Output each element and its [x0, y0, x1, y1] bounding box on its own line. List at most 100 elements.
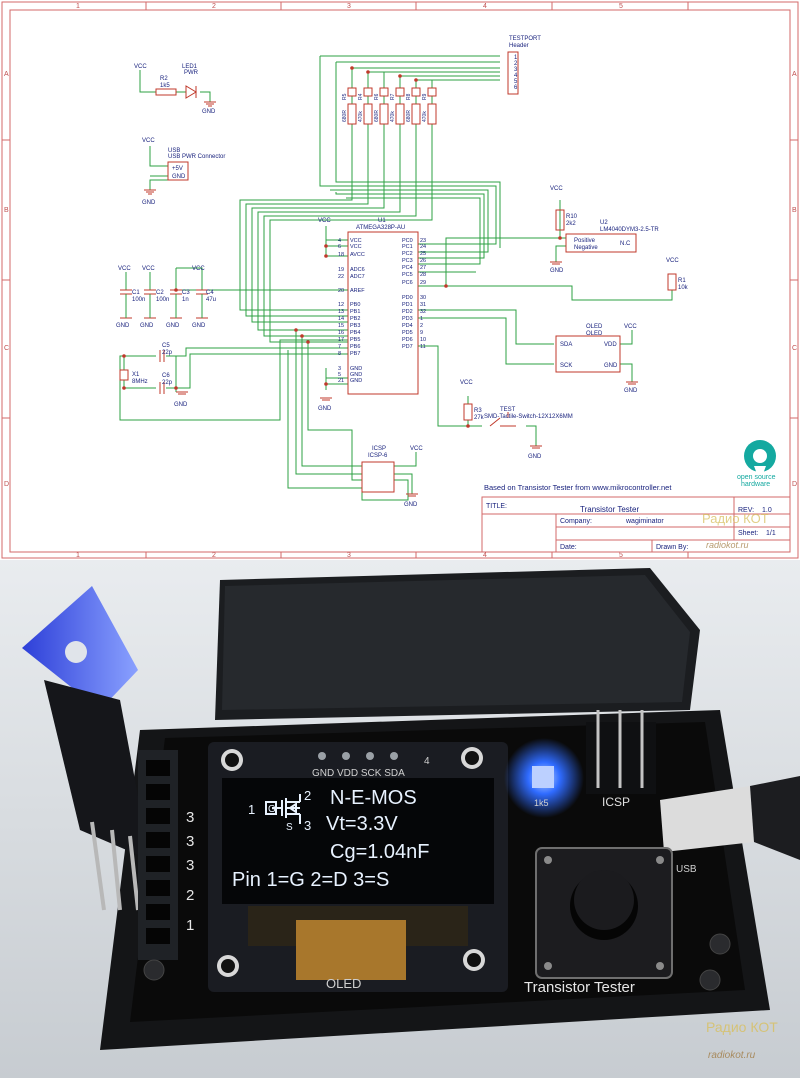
u1-pin-name-pd4: PD4 [402, 323, 413, 329]
x1-ref: X1 [132, 372, 140, 378]
u1-pin-name-pb2-8: PB2 [350, 316, 360, 322]
test-button[interactable] [535, 847, 673, 979]
test-ref: TEST [500, 407, 516, 413]
u1-pin-name-pd0: PD0 [402, 295, 413, 301]
vcc-label-icsp: VCC [410, 446, 423, 452]
r5-value: 680R [342, 110, 348, 122]
u1-pin-number-left-20: 20 [338, 288, 344, 294]
u1-pin-number-right-23: 23 [420, 238, 426, 244]
oshw-logo: open source hardware [737, 440, 776, 488]
oled-line-4: Pin 1=G 2=D 3=S [232, 869, 389, 891]
vcc-label-c2: VCC [142, 266, 155, 272]
r6-value: 680R [374, 110, 380, 122]
usb-pin-1: +5V [172, 166, 183, 172]
u1-pin-name-pc3: PC3 [402, 258, 413, 264]
usb-value: USB PWR Connector [168, 154, 225, 160]
credit-text: Based on Transistor Tester from www.mikr… [484, 483, 672, 492]
u1-pin-number-left-15: 15 [338, 323, 344, 329]
vcc-label-c4: VCC [192, 266, 205, 272]
row-label-a: A [4, 71, 9, 78]
junctions [122, 66, 562, 428]
u1-pin-number-right-30: 30 [420, 295, 426, 301]
r10-ref: R10 [566, 214, 578, 220]
testport-pin-1: 1 [514, 55, 518, 61]
u1-ref: U1 [378, 218, 386, 224]
col-label-2b: 2 [212, 552, 216, 559]
oled-pin-4-label: 4 [424, 756, 430, 767]
u1-pin-number-right-28: 28 [420, 272, 426, 278]
oled-value: OLED [586, 331, 603, 337]
oled-pcb-label: OLED [326, 976, 361, 991]
watermark-photo-line-2: radiokot.ru [708, 1050, 756, 1061]
transistor-part [22, 586, 150, 911]
u1-pin-name-pb3-9: PB3 [350, 323, 360, 329]
r7-ref: R7 [390, 93, 396, 100]
c1-ref: C1 [132, 290, 140, 296]
watermark-schematic: Радио КОТ radiokot.ru [702, 511, 769, 550]
u1-pin-name-avcc-2: AVCC [350, 252, 365, 258]
row-label-b-r: B [792, 207, 797, 214]
row-label-a-r: A [792, 71, 797, 78]
mosfet-pin-1-label: 1 [248, 802, 255, 817]
r2-ref: R2 [160, 76, 168, 82]
symbols [119, 51, 677, 493]
icsp-value: ICSP-6 [368, 453, 388, 459]
u1-pin-number-right-1: 1 [420, 316, 423, 322]
u1-pin-name-pc4: PC4 [402, 265, 413, 271]
u1-pin-number-right-9: 9 [420, 330, 423, 336]
c1-value: 100n [132, 297, 145, 303]
r3-ref: R3 [474, 408, 482, 414]
u1-pin-name-pd3: PD3 [402, 316, 413, 322]
usb-pcb-label: USB [676, 864, 697, 875]
u1-pin-number-left-6: 6 [338, 244, 341, 250]
u1-pin-name-vcc-1: VCC [350, 244, 362, 250]
title-block [481, 496, 791, 553]
col-label-4b: 4 [483, 552, 487, 559]
power-led [532, 766, 554, 788]
u1-pin-number-left-8: 8 [338, 351, 341, 357]
r10-value: 2k2 [566, 221, 576, 227]
gnd-label-c2: GND [140, 323, 154, 329]
u1-pin-number-left-22: 22 [338, 274, 344, 280]
c3-ref: C3 [182, 290, 190, 296]
u1-pin-name-pd1: PD1 [402, 302, 413, 308]
gnd-label-icsp: GND [404, 502, 418, 508]
u1-pin-name-pc0: PC0 [402, 238, 413, 244]
title-label: TITLE: [486, 503, 507, 510]
testport-pin-4: 4 [514, 73, 518, 79]
u1-pin-number-right-2: 2 [420, 323, 423, 329]
u2-value: LM4040DYM3-2.5-TR [600, 227, 659, 233]
u1-pin-name-gnd-14: GND [350, 366, 362, 372]
row-label-d: D [4, 481, 9, 488]
u2-pin-nc: N.C [620, 241, 631, 247]
schematic-sheet: 1 2 3 4 5 1 2 3 4 5 A B C D A B C D [0, 0, 800, 560]
testport-pin-5: 5 [514, 79, 518, 85]
watermark-line-1: Радио КОТ [702, 511, 769, 526]
oled-pin-gnd: GND [604, 363, 618, 369]
r9-value: 470k [422, 111, 428, 122]
mosfet-pin-2-label: 2 [304, 788, 311, 803]
icsp-ref: ICSP [372, 446, 386, 452]
u1-pin-name-pd2: PD2 [402, 309, 413, 315]
company-label: Company: [560, 518, 592, 525]
u1-pin-name-adc6-3: ADC6 [350, 267, 365, 273]
vcc-label-r3: VCC [460, 380, 473, 386]
date-label: Date: [560, 544, 577, 551]
testport-pin-3: 3 [514, 67, 518, 73]
oled-display-content: G 2 1 3 S N-E-MOS Vt=3.3V Cg=1.04nF Pin … [232, 787, 430, 891]
testport-value: Header [509, 43, 529, 49]
row-label-c: C [4, 345, 9, 352]
testport-number-3: 3 [186, 857, 194, 874]
u1-pin-number-left-3: 3 [338, 366, 341, 372]
u1-pin-name-pb7-13: PB7 [350, 351, 360, 357]
col-label-4: 4 [483, 3, 487, 10]
gnd-label-u2: GND [550, 268, 564, 274]
row-label-d-r: D [792, 481, 797, 488]
r4-value: 470k [358, 111, 364, 122]
rev-label: REV: [738, 507, 754, 514]
u1-pin-number-left-17: 17 [338, 337, 344, 343]
r1-value: 10k [678, 285, 689, 291]
led-resistor-label: 1k5 [534, 798, 549, 808]
title-value: Transistor Tester [580, 505, 639, 514]
